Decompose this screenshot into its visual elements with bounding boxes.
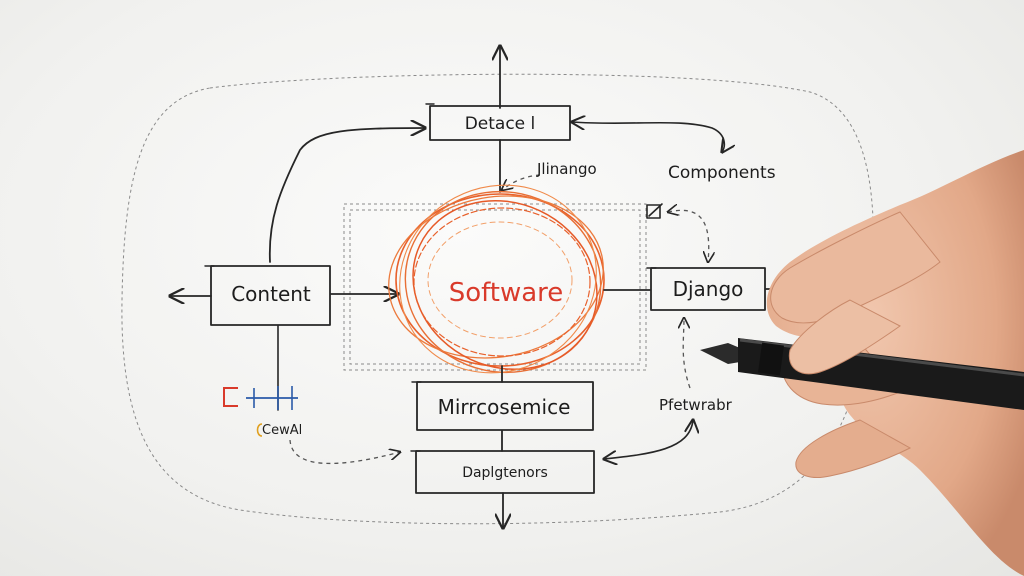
box-content: Content	[204, 265, 331, 326]
hand-with-marker	[700, 150, 1024, 576]
note-to-django-arrow	[683, 318, 691, 389]
content-to-bottom-arrow	[289, 439, 400, 465]
box-django: Django	[646, 267, 766, 311]
box-django-label: Django	[673, 277, 744, 301]
center-label: Software	[449, 278, 564, 308]
box-bottom: Daplgtenors	[410, 450, 595, 494]
checkbox-icon	[646, 204, 661, 219]
inner-boundary-2	[349, 209, 641, 365]
left-color-marks: CewAl	[223, 386, 302, 438]
box-microservice: Mirrcosemice	[411, 381, 594, 431]
top-to-components-arrow	[572, 122, 724, 152]
django-note-arrow	[502, 174, 541, 190]
inner-boundary	[343, 203, 647, 371]
check-mark-icon	[648, 203, 663, 217]
right-low-label: Pfetwrabr	[659, 396, 733, 414]
django-note: Jlinango	[536, 160, 597, 178]
box-top: Detace l	[425, 103, 571, 141]
left-small-label: CewAl	[262, 423, 302, 438]
box-microservice-label: Mirrcosemice	[438, 395, 571, 419]
outer-boundary	[121, 73, 874, 525]
bottom-to-right-arrow	[604, 420, 693, 459]
components-label: Components	[668, 163, 776, 183]
box-bottom-label: Daplgtenors	[462, 465, 548, 481]
content-to-top-arrow	[268, 128, 425, 263]
box-content-label: Content	[231, 282, 311, 306]
software-circle	[388, 184, 605, 374]
box-top-label: Detace l	[465, 114, 536, 134]
checkbox-to-django-arrow	[668, 210, 709, 262]
